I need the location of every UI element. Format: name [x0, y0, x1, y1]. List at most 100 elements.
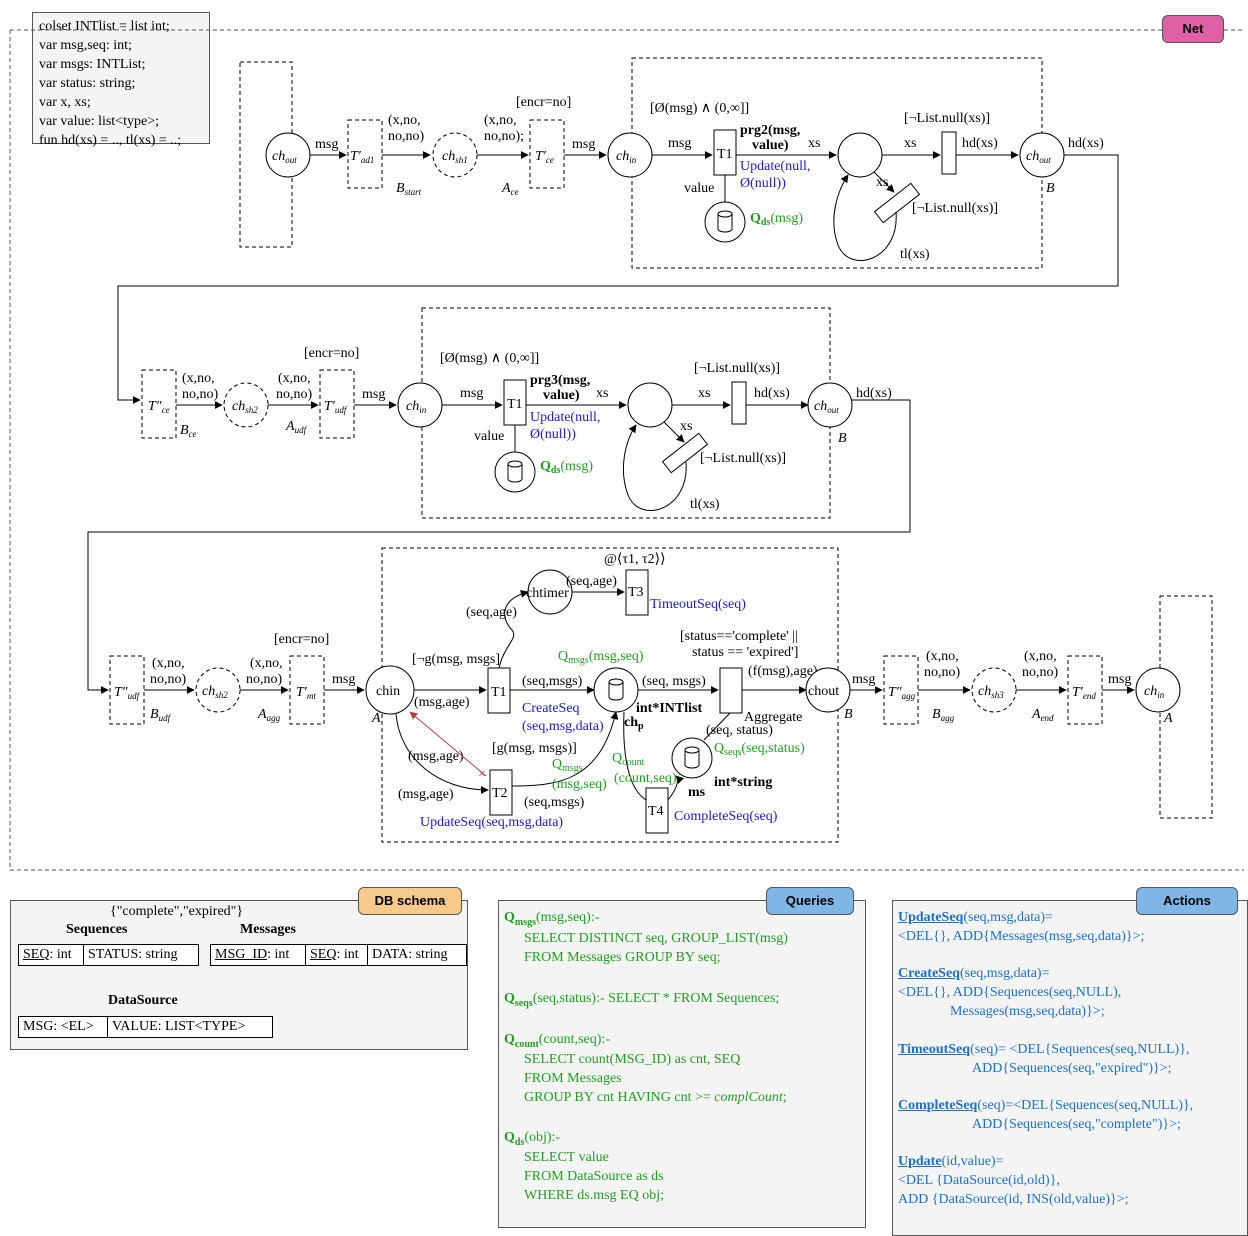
- tab-db-schema[interactable]: DB schema: [358, 887, 462, 915]
- label: value): [752, 138, 789, 153]
- arc-label: tl(xs): [900, 247, 930, 262]
- query-line: Qseqs(seq,status):- SELECT * FROM Sequen…: [504, 991, 780, 1009]
- arc-label: no,no): [1022, 665, 1059, 680]
- label: T′ad1: [350, 149, 374, 165]
- arc-label: msg: [1108, 672, 1131, 687]
- table-messages-title: Messages: [240, 922, 296, 937]
- col-ds-value: VALUE: LIST<TYPE>: [107, 1016, 273, 1038]
- label: B: [838, 431, 847, 446]
- guard-label: [¬List.null(xs)]: [694, 361, 780, 376]
- arc-label: (seq, msgs): [642, 674, 706, 689]
- arc-label: (msg,age): [414, 695, 470, 710]
- database-icon: [507, 460, 523, 483]
- arc-label: (x,no,: [278, 371, 311, 386]
- label: A: [1163, 711, 1173, 726]
- label: T4: [648, 804, 664, 819]
- label: chin: [376, 684, 400, 699]
- status-enum: {"complete","expired"}: [110, 904, 244, 919]
- guard-label: [g(msg, msgs)]: [492, 741, 577, 756]
- arc-label: (msg,age): [398, 787, 454, 802]
- transition-t4: [645, 787, 669, 834]
- col-msg-id: MSG_ID: int: [210, 944, 306, 966]
- col-status: STATUS: string: [83, 944, 199, 966]
- action-line: CreateSeq(seq,msg,data)=: [898, 966, 1050, 981]
- arc-label: (seq,age): [566, 574, 617, 589]
- label: Bstart: [396, 181, 422, 197]
- query-line: SELECT count(MSG_ID) as cnt, SEQ: [524, 1052, 741, 1067]
- query-line: FROM Messages GROUP BY seq;: [524, 950, 721, 965]
- transition-t2: [489, 769, 513, 816]
- label: T′end: [1072, 685, 1096, 701]
- action-line: TimeoutSeq(seq)= <DEL{Sequences(seq,NULL…: [898, 1042, 1190, 1057]
- action-line: ADD{Sequences(seq,"complete")}>;: [972, 1117, 1181, 1132]
- arc-label: (x,no,: [152, 656, 185, 671]
- col-ds-msg: MSG: <EL>: [18, 1016, 108, 1038]
- label: Update(null,: [740, 159, 810, 174]
- arc-label: msg: [332, 672, 355, 687]
- transition-tagg: [883, 655, 919, 725]
- arc-label: msg: [460, 386, 483, 401]
- transition-t3: [625, 569, 649, 616]
- action-line: <DEL{}, ADD{Sequences(seq,NULL),: [898, 985, 1122, 1000]
- db-place-qmsgs: [593, 667, 639, 713]
- label: T′mt: [296, 685, 316, 701]
- database-icon: [684, 746, 700, 769]
- guard-label: [¬List.null(xs)]: [700, 451, 786, 466]
- label: Audf: [285, 419, 308, 435]
- transition-aggregate: [719, 667, 743, 714]
- arc-label: (seq,age): [466, 605, 517, 620]
- arc-label: (x,no,: [250, 656, 283, 671]
- col-data: DATA: string: [367, 944, 467, 966]
- colset-line: var x, xs;: [39, 95, 91, 110]
- transition-tce: [529, 119, 565, 189]
- arc-label: (seq, status): [706, 723, 773, 738]
- actions-panel: [892, 900, 1248, 1236]
- transition-hd-r1: [941, 131, 957, 175]
- arc-label: no,no): [246, 672, 283, 687]
- transition-hd-r2: [731, 381, 747, 425]
- transition-tl-r1: [873, 182, 921, 224]
- label: Qseqs(seq,status): [714, 741, 805, 758]
- label: prg3(msg,: [530, 373, 590, 388]
- tab-actions[interactable]: Actions: [1136, 887, 1238, 915]
- arc-label: msg: [852, 672, 875, 687]
- label: int*INTlist: [636, 701, 702, 716]
- col-seq-fk: SEQ: int: [305, 944, 368, 966]
- label: chout: [808, 684, 839, 699]
- label: Aagg: [257, 707, 281, 723]
- label: T1: [491, 685, 507, 700]
- table-sequences-title: Sequences: [66, 922, 128, 937]
- query-line: FROM DataSource as ds: [524, 1169, 664, 1184]
- arc-label: hd(xs): [856, 386, 892, 401]
- db-place-qds-r1: [704, 201, 746, 243]
- label: A: [371, 711, 381, 726]
- label: CreateSeq: [522, 701, 580, 716]
- label: Ø(null)): [530, 427, 576, 442]
- tab-queries[interactable]: Queries: [766, 887, 854, 915]
- arc-label: xs: [698, 386, 710, 401]
- guard-label: [Ø(msg) ∧ (0,∞]]: [440, 351, 539, 366]
- colset-line: var value: list<type>;: [39, 114, 159, 129]
- label: ms: [688, 785, 706, 800]
- query-line: GROUP BY cnt HAVING cnt >= complCount;: [524, 1090, 787, 1105]
- label: Aend: [1031, 707, 1054, 723]
- place-xs-r1: [837, 132, 883, 178]
- arc-label: (msg,age): [408, 749, 464, 764]
- label: Budf: [150, 707, 172, 723]
- arc-label: msg: [668, 136, 691, 151]
- label: value): [543, 388, 580, 403]
- action-line: CompleteSeq(seq)=<DEL{Sequences(seq,NULL…: [898, 1098, 1194, 1113]
- action-line: ADD{Sequences(seq,"expired")}>;: [972, 1061, 1172, 1076]
- guard-label: status == 'expired']: [692, 645, 798, 660]
- label: int*string: [714, 775, 772, 790]
- guard-label: [encr=no]: [274, 632, 329, 647]
- action-line: <DEL {DataSource(id,old)},: [898, 1173, 1060, 1188]
- label: CompleteSeq(seq): [674, 809, 778, 824]
- tab-net[interactable]: Net: [1162, 15, 1224, 43]
- action-line: <DEL{}, ADD{Messages(msg,seq,data)}>;: [898, 929, 1145, 944]
- arc-label: xs: [680, 419, 692, 434]
- transition-tl-r2: [661, 432, 709, 474]
- place-ch-in-end: [1135, 667, 1181, 713]
- query-line: Qcount(count,seq):-: [504, 1032, 610, 1050]
